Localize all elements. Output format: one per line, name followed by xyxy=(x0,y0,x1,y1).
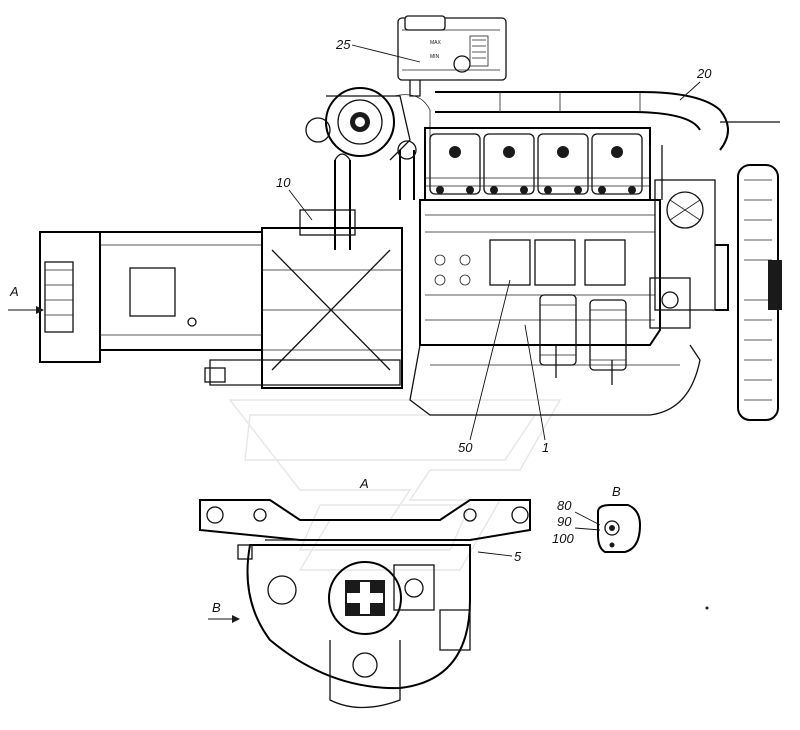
engine-block xyxy=(409,199,701,416)
detail-view-b: B 80 90 100 xyxy=(552,484,709,610)
engine-side-view: MAX MIN xyxy=(8,15,782,455)
tank-min-mark: MIN xyxy=(430,54,440,60)
view-arrow-b-label: B xyxy=(212,600,221,615)
callout-20: 20 xyxy=(696,66,712,81)
front-accessories xyxy=(649,179,729,329)
tank-max-mark: MAX xyxy=(430,40,442,46)
expansion-tank: MAX MIN xyxy=(397,15,507,97)
intake-pipe xyxy=(435,91,780,151)
callout-25: 25 xyxy=(335,37,351,52)
turbocharger xyxy=(305,87,431,161)
coolant-pipes xyxy=(334,140,663,250)
engine-front-view: A 5 B xyxy=(199,476,531,709)
callout-10: 10 xyxy=(276,175,291,190)
callout-90: 90 xyxy=(557,514,572,529)
view-arrow-a-label: A xyxy=(9,284,19,299)
fan xyxy=(737,164,782,421)
callout-1: 1 xyxy=(542,440,549,455)
oil-filters xyxy=(539,294,627,385)
callout-5: 5 xyxy=(514,549,522,564)
view-a-title: A xyxy=(359,476,369,491)
gearbox xyxy=(39,209,403,389)
cylinder-heads xyxy=(424,127,651,201)
callout-100: 100 xyxy=(552,531,574,546)
main-view-callouts: 25 20 10 50 1 A xyxy=(8,37,712,455)
view-b-title: B xyxy=(612,484,621,499)
callout-80: 80 xyxy=(557,498,572,513)
callout-50: 50 xyxy=(458,440,473,455)
